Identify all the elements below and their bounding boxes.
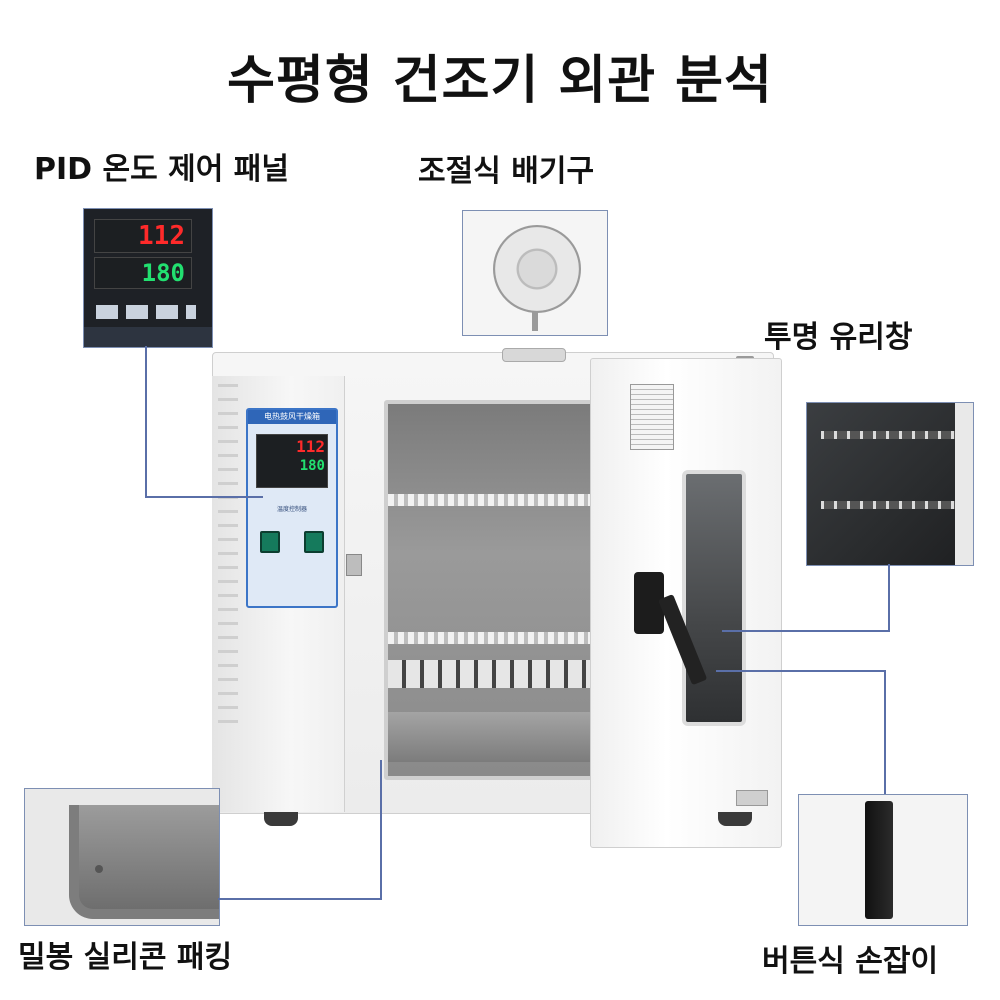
panel-buttons xyxy=(96,305,196,319)
pv-readout: 112 xyxy=(138,221,185,251)
connector-gasket-v xyxy=(380,760,382,900)
panel-display: 112 180 xyxy=(256,434,328,488)
pv-readout-small: 112 xyxy=(296,437,325,456)
panel-strip xyxy=(84,327,212,347)
gasket-screw xyxy=(95,865,103,873)
rack-bottom xyxy=(821,501,971,509)
handle-icon xyxy=(865,801,893,919)
connector-gasket-h xyxy=(218,898,382,900)
sv-display: 180 xyxy=(94,257,192,289)
door-latch xyxy=(346,554,362,576)
connector-pid-v xyxy=(145,346,147,498)
foot-left xyxy=(264,812,298,826)
connector-glass-v xyxy=(888,564,890,632)
rack-top xyxy=(821,431,971,439)
connector-glass-h xyxy=(722,630,890,632)
fan-switch[interactable] xyxy=(304,531,324,553)
pv-display: 112 xyxy=(94,219,192,253)
top-vent xyxy=(502,348,566,362)
panel-title: 电热鼓风干燥箱 xyxy=(248,410,336,424)
sv-readout-small: 180 xyxy=(299,458,325,474)
label-glass-window: 투명 유리창 xyxy=(764,320,913,355)
power-switch[interactable] xyxy=(260,531,280,553)
oven-control-panel: 电热鼓风干燥箱 112 180 温度控制器 xyxy=(246,408,338,608)
vent-stem xyxy=(532,311,538,331)
label-exhaust-vent: 조절식 배기구 xyxy=(418,154,595,189)
label-button-handle: 버튼식 손잡이 xyxy=(762,944,939,979)
warning-sticker xyxy=(630,384,674,450)
glass-frame xyxy=(955,403,973,565)
vent-icon xyxy=(493,225,581,313)
shelf-top xyxy=(388,494,594,506)
connector-handle-h xyxy=(716,670,886,672)
thumb-button-handle xyxy=(798,794,968,926)
thumb-silicone-gasket xyxy=(24,788,220,926)
connector-pid-h xyxy=(145,496,263,498)
side-vent-slots xyxy=(218,384,238,734)
shelf-bottom-rail xyxy=(388,660,594,688)
page-title: 수평형 건조기 외관 분석 xyxy=(227,51,773,111)
sv-readout: 180 xyxy=(141,259,185,287)
chamber-floor xyxy=(388,712,594,762)
door-window xyxy=(682,470,746,726)
foot-right xyxy=(718,812,752,826)
label-pid-panel: PID 온도 제어 패널 xyxy=(34,152,289,187)
door-hinge xyxy=(736,790,768,806)
shelf-bottom xyxy=(388,632,594,644)
thumb-pid-panel: 112 180 xyxy=(83,208,213,348)
thumb-exhaust-vent xyxy=(462,210,608,336)
label-silicone-gasket: 밀봉 실리콘 패킹 xyxy=(18,940,233,975)
panel-subtitle: 温度控制器 xyxy=(276,506,307,513)
thumb-glass-window xyxy=(806,402,974,566)
connector-handle-v xyxy=(884,670,886,794)
gasket-strip xyxy=(69,805,219,919)
